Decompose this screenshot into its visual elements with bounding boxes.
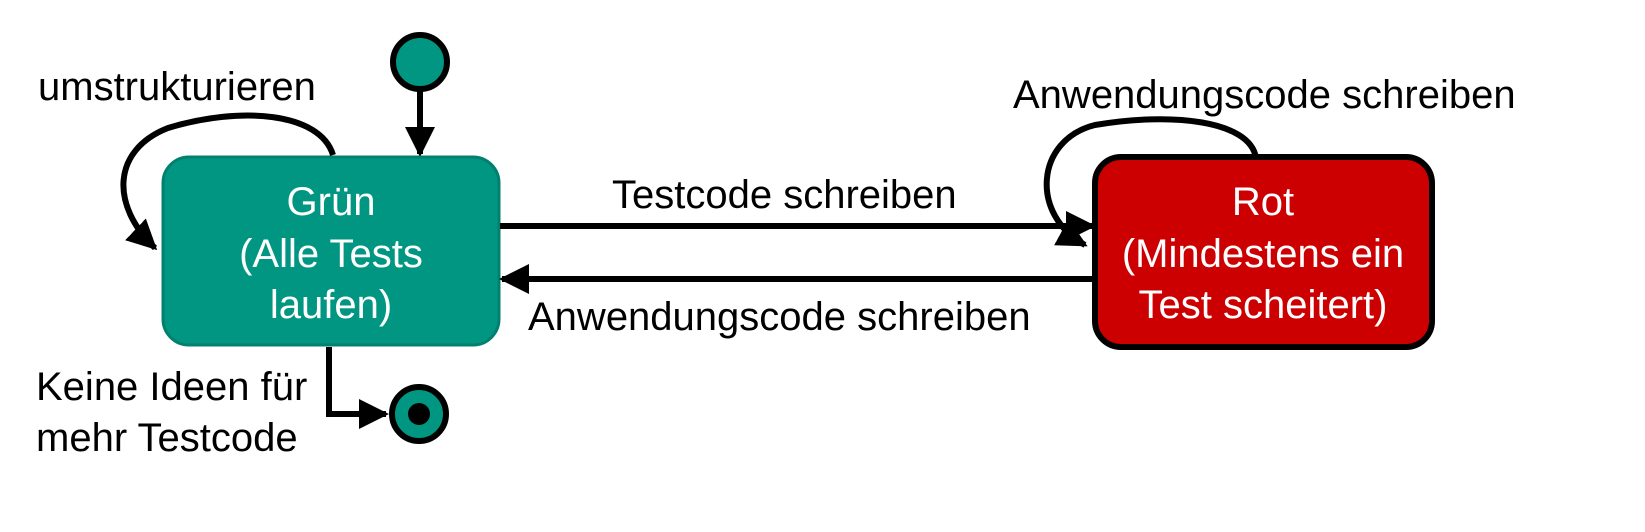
green-to-final-label-line2: mehr Testcode: [36, 416, 298, 460]
state-gruen-box: [161, 155, 501, 347]
green-to-final-label-line1: Keine Ideen für: [36, 365, 307, 409]
initial-state-node: [390, 32, 450, 92]
final-state-inner-dot: [408, 403, 430, 425]
red-to-green-label: Anwendungscode schreiben: [528, 295, 1031, 339]
green-to-red-label: Testcode schreiben: [612, 173, 957, 217]
state-gruen-name: Grün: [287, 180, 376, 224]
state-gruen-desc-line1: (Alle Tests: [239, 232, 423, 276]
state-rot-box: [1092, 154, 1435, 350]
red-self-loop-label: Anwendungscode schreiben: [1013, 73, 1516, 117]
state-rot-desc-line2: Test scheitert): [1139, 283, 1388, 327]
green-self-loop-arrow: [120, 112, 336, 251]
state-rot-desc-line1: (Mindestens ein: [1122, 232, 1404, 276]
green-self-loop-label: umstrukturieren: [38, 65, 316, 109]
green-to-final-arrow: [326, 347, 389, 429]
state-rot-name: Rot: [1232, 180, 1294, 224]
state-gruen-desc-line2: laufen): [270, 283, 392, 327]
red-self-loop-arrow: [1043, 116, 1259, 248]
